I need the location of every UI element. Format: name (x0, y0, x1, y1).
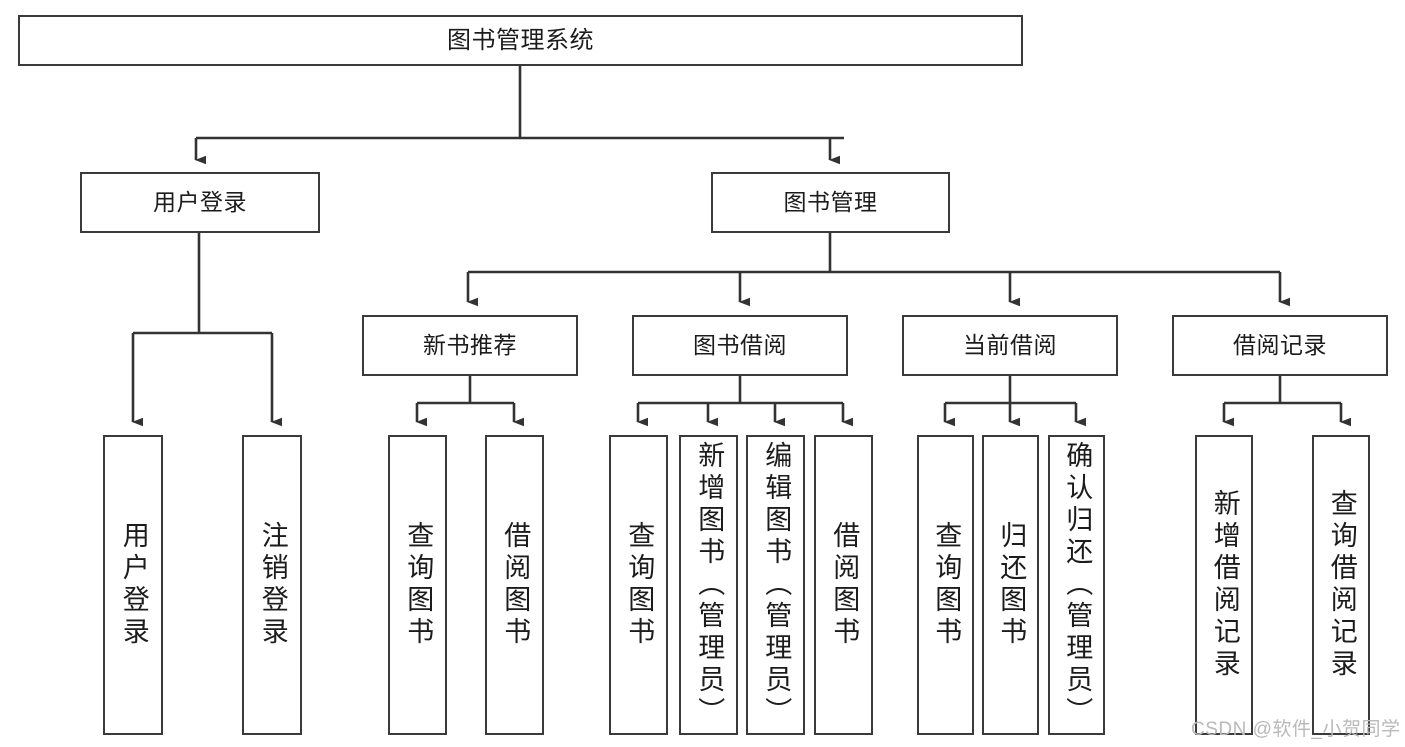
node-leaf-confirm-return[interactable]: 确认归还（管理员） (1048, 435, 1105, 735)
node-current-borrow[interactable]: 当前借阅 (902, 315, 1118, 376)
node-leaf-logout-login[interactable]: 注销登录 (242, 435, 302, 735)
node-leaf-edit-book[interactable]: 编辑图书（管理员） (746, 435, 805, 735)
node-leaf-user-login[interactable]: 用户登录 (103, 435, 163, 735)
node-user-login[interactable]: 用户登录 (80, 172, 320, 233)
node-leaf-borrow-book-2[interactable]: 借阅图书 (814, 435, 873, 735)
node-root-system[interactable]: 图书管理系统 (18, 15, 1023, 66)
node-label: 查询图书 (931, 521, 962, 649)
node-label: 查询图书 (403, 521, 434, 649)
node-leaf-query-book-2[interactable]: 查询图书 (609, 435, 668, 735)
node-leaf-query-book-3[interactable]: 查询图书 (917, 435, 974, 735)
watermark-text: CSDN @软件_小贺同学 (1191, 719, 1401, 740)
node-borrow-record[interactable]: 借阅记录 (1172, 315, 1388, 376)
node-book-management[interactable]: 图书管理 (711, 172, 950, 233)
node-leaf-add-book[interactable]: 新增图书（管理员） (679, 435, 738, 735)
node-label: 查询借阅记录 (1326, 489, 1357, 681)
node-label: 用户登录 (153, 189, 247, 216)
node-label: 借阅图书 (829, 521, 860, 649)
node-new-book-recommend[interactable]: 新书推荐 (362, 315, 578, 376)
node-leaf-borrow-book-1[interactable]: 借阅图书 (485, 435, 544, 735)
node-label: 归还图书 (996, 521, 1027, 649)
node-label: 确认归还（管理员） (1062, 441, 1093, 729)
node-label: 新增图书（管理员） (694, 441, 725, 729)
node-book-borrow[interactable]: 图书借阅 (632, 315, 848, 376)
node-label: 编辑图书（管理员） (761, 441, 792, 729)
node-label: 借阅图书 (500, 521, 531, 649)
node-label: 图书管理 (783, 189, 878, 216)
node-label: 注销登录 (257, 521, 288, 649)
node-label: 用户登录 (118, 521, 149, 649)
node-label: 当前借阅 (963, 332, 1057, 359)
node-leaf-return-book[interactable]: 归还图书 (982, 435, 1039, 735)
node-label: 新书推荐 (423, 332, 517, 359)
node-label: 图书借阅 (693, 332, 787, 359)
node-label: 图书管理系统 (447, 26, 594, 54)
node-label: 新增借阅记录 (1209, 489, 1240, 681)
node-label: 查询图书 (624, 521, 655, 649)
node-leaf-query-record[interactable]: 查询借阅记录 (1312, 435, 1370, 735)
node-leaf-add-record[interactable]: 新增借阅记录 (1195, 435, 1253, 735)
node-leaf-query-book-1[interactable]: 查询图书 (388, 435, 447, 735)
node-label: 借阅记录 (1233, 332, 1327, 359)
